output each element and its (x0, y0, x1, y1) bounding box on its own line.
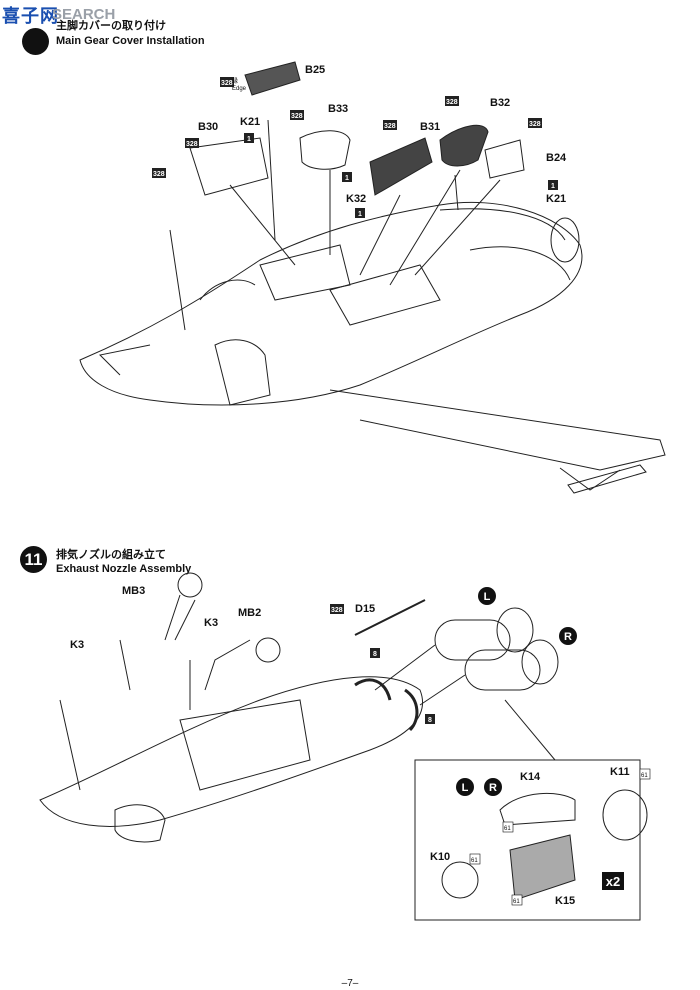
part-b30-cover (189, 137, 269, 196)
paint-code-328-b32: 328 (446, 99, 458, 106)
part-k14 (499, 792, 576, 826)
label-k3-left: K3 (70, 639, 84, 651)
part-k10 (441, 861, 479, 899)
glue-code-1: 1 (247, 136, 251, 143)
part-b25-cover (244, 61, 301, 96)
label-b33: B33 (328, 103, 348, 115)
paint-code-328-b33: 328 (291, 113, 303, 120)
marker-detail-left: L (462, 782, 469, 794)
label-d15: D15 (355, 603, 375, 615)
paint-code-328-b30-edge: 328 (153, 171, 165, 178)
label-k15: K15 (555, 895, 575, 907)
edge-note-jp: 縁 (232, 77, 238, 85)
part-d15 (354, 599, 426, 636)
label-k32: K32 (346, 193, 366, 205)
paint-code-badges: 328 328 328 328 328 328 328 1 1 1 1 (152, 77, 558, 218)
label-k21-left: K21 (240, 116, 260, 128)
label-k14: K14 (520, 771, 541, 783)
label-k3-right: K3 (204, 617, 218, 629)
label-b32: B32 (490, 97, 510, 109)
part-mb2-gear (204, 637, 281, 691)
paint-61-k10: 61 (471, 858, 478, 864)
step-11-paint-badges: 328 8 8 61 61 61 61 x2 (330, 604, 651, 906)
multiplier-x2: x2 (606, 874, 620, 889)
label-mb3: MB3 (122, 585, 145, 597)
paint-code-328: 328 (221, 80, 233, 87)
step-10-title-en: Main Gear Cover Installation (56, 35, 205, 47)
marker-detail-right: R (489, 782, 497, 794)
site-watermark: 喜子网 SEARCH (0, 0, 170, 28)
part-k3-left (119, 639, 131, 691)
label-k21-right: K21 (546, 193, 566, 205)
label-b30: B30 (198, 121, 218, 133)
part-b32-cover (439, 124, 489, 167)
step-11-aircraft (39, 676, 423, 843)
part-k15 (509, 834, 576, 901)
step-10-badge (22, 28, 49, 55)
label-b24: B24 (546, 152, 567, 164)
watermark-en: SEARCH (52, 6, 116, 23)
glue-code-1-k32b: 1 (358, 211, 362, 218)
paint-328-d15: 328 (331, 607, 343, 614)
part-b31-cover (369, 137, 433, 196)
page-number: –7– (341, 978, 359, 989)
paint-61-k15: 61 (513, 899, 520, 905)
label-k11: K11 (610, 766, 630, 778)
paint-code-328-b24: 328 (529, 121, 541, 128)
step-11-title-jp: 排気ノズルの組み立て (56, 549, 166, 561)
part-k11 (602, 789, 648, 841)
glue-code-1-k32: 1 (345, 175, 349, 182)
edge-note-en: Edge (232, 86, 247, 92)
label-k10: K10 (430, 851, 450, 863)
paint-8-top: 8 (373, 651, 377, 658)
marker-right: R (564, 631, 572, 643)
label-b25: B25 (305, 64, 325, 76)
nozzle-right (464, 639, 559, 691)
step-10-title-jp: 主脚カバーの取り付け (56, 20, 166, 32)
nozzle-left (434, 607, 534, 661)
watermark-cn: 喜子网 (2, 6, 59, 27)
label-b31: B31 (420, 121, 440, 133)
part-mb3-gear (164, 572, 203, 641)
paint-61-k14: 61 (504, 826, 511, 832)
paint-code-328-b31: 328 (384, 123, 396, 130)
paint-code-328-b30: 328 (186, 141, 198, 148)
marker-left: L (484, 591, 491, 603)
paint-61-k11: 61 (641, 773, 648, 779)
step-11-title-en: Exhaust Nozzle Assembly (56, 563, 192, 575)
part-b24-cover (484, 139, 525, 179)
step-10-aircraft (79, 201, 666, 494)
glue-code-1-k21: 1 (551, 183, 555, 190)
step-11-badge: 11 (20, 546, 47, 573)
paint-8-bottom: 8 (428, 717, 432, 724)
label-mb2: MB2 (238, 607, 261, 619)
part-b33-cover (299, 130, 351, 170)
detail-box (414, 759, 641, 921)
side-markers: L R L R (456, 587, 577, 796)
